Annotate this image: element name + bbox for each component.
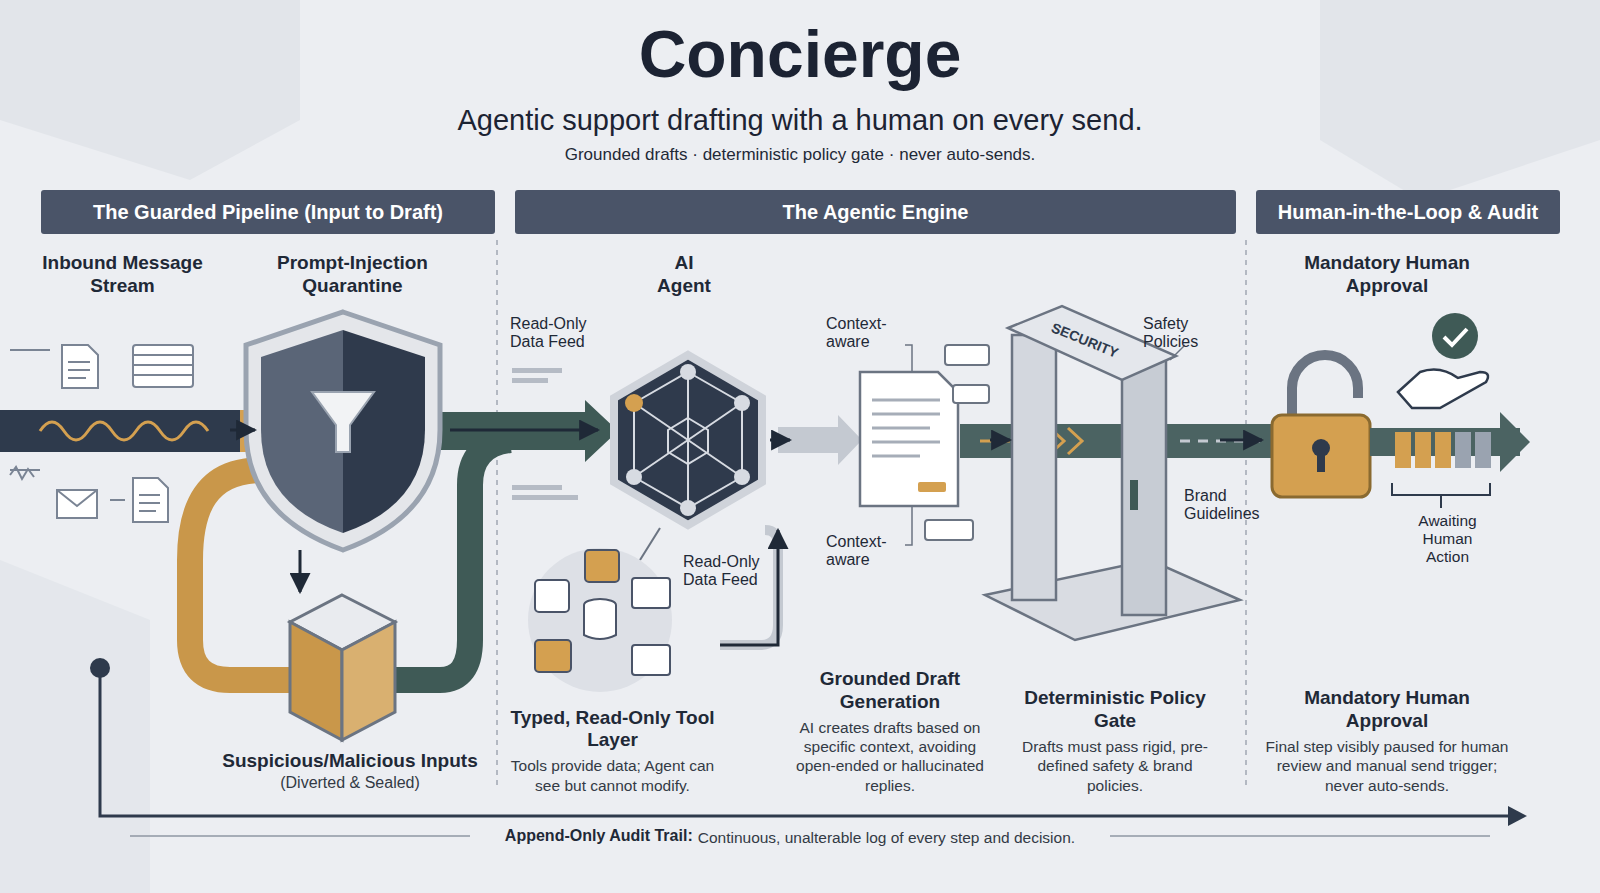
- flow-label: Read-Only Data Feed: [683, 553, 771, 590]
- section-band: The Guarded Pipeline (Input to Draft): [41, 190, 495, 234]
- callout-label: Context-aware: [826, 533, 906, 570]
- stage-heading: Mandatory Human Approval: [1262, 252, 1512, 298]
- section-title: The Guarded Pipeline (Input to Draft): [93, 201, 443, 224]
- stage-heading: Deterministic Policy Gate: [1010, 687, 1220, 733]
- approval-stage: Mandatory Human ApprovalMandatory Human …: [1262, 252, 1512, 795]
- flow-connector: [450, 429, 598, 432]
- stage-text: Drafts must pass rigid, pre-defined safe…: [1010, 737, 1220, 795]
- callout-label: Brand Guidelines: [1184, 487, 1261, 524]
- audit-trail: Append-Only Audit Trail: Continuous, unal…: [470, 823, 1110, 849]
- subtitle-text: Grounded drafts · deterministic policy g…: [0, 145, 1600, 165]
- agent-node: AI Agent: [598, 252, 770, 530]
- flow-connector: [1220, 439, 1262, 442]
- callout-label: Context-aware: [826, 315, 906, 352]
- stage-text: Final step visibly paused for human revi…: [1262, 737, 1512, 795]
- section-band: The Agentic Engine: [515, 190, 1236, 234]
- stage-heading: Suspicious/Malicious Inputs: [222, 750, 477, 773]
- stage-text: Continuous, unalterable log of every ste…: [698, 828, 1075, 847]
- stage-heading: Grounded Draft Generation: [790, 668, 990, 714]
- section-band: Human-in-the-Loop & Audit: [1256, 190, 1560, 234]
- quarantine-shield: Prompt-Injection Quarantine: [255, 252, 450, 550]
- section-title: Human-in-the-Loop & Audit: [1278, 201, 1538, 224]
- policy-gate: Deterministic Policy GateDrafts must pas…: [1010, 360, 1220, 795]
- diagram-caption: Agentic support drafting with a human on…: [0, 104, 1600, 137]
- flow-connector: [230, 429, 255, 432]
- tool-layer: Typed, Read-Only Tool LayerTools provide…: [505, 600, 720, 795]
- stage-heading: Append-Only Audit Trail:: [505, 827, 693, 845]
- stage-heading: AI Agent: [649, 252, 719, 298]
- stage-heading: Inbound Message Stream: [15, 252, 230, 298]
- draft-stage: Grounded Draft GenerationAI creates draf…: [790, 360, 990, 795]
- flow-connector: [990, 439, 1010, 442]
- flow-label: Read-Only Data Feed: [510, 315, 595, 352]
- flow-connector: [770, 439, 790, 442]
- stage-heading: Prompt-Injection Quarantine: [255, 252, 450, 298]
- stage-text: Mandatory Human Approval: [1262, 687, 1512, 733]
- stage-text: (Diverted & Sealed): [280, 773, 420, 792]
- input-stage: Inbound Message Stream: [15, 252, 230, 542]
- quarantine-vault: Suspicious/Malicious Inputs(Diverted & S…: [205, 592, 495, 792]
- stage-text: AI creates drafts based on specific cont…: [790, 718, 990, 796]
- diagram-title: Concierge: [0, 18, 1600, 91]
- stage-heading: Typed, Read-Only Tool Layer: [505, 707, 720, 753]
- section-title: The Agentic Engine: [783, 201, 969, 224]
- flow-connector: [299, 550, 302, 592]
- callout-label: Safety Policies: [1143, 315, 1218, 352]
- stage-text: Tools provide data; Agent can see but ca…: [505, 756, 720, 795]
- status-label: Awaiting Human Action: [1405, 512, 1490, 565]
